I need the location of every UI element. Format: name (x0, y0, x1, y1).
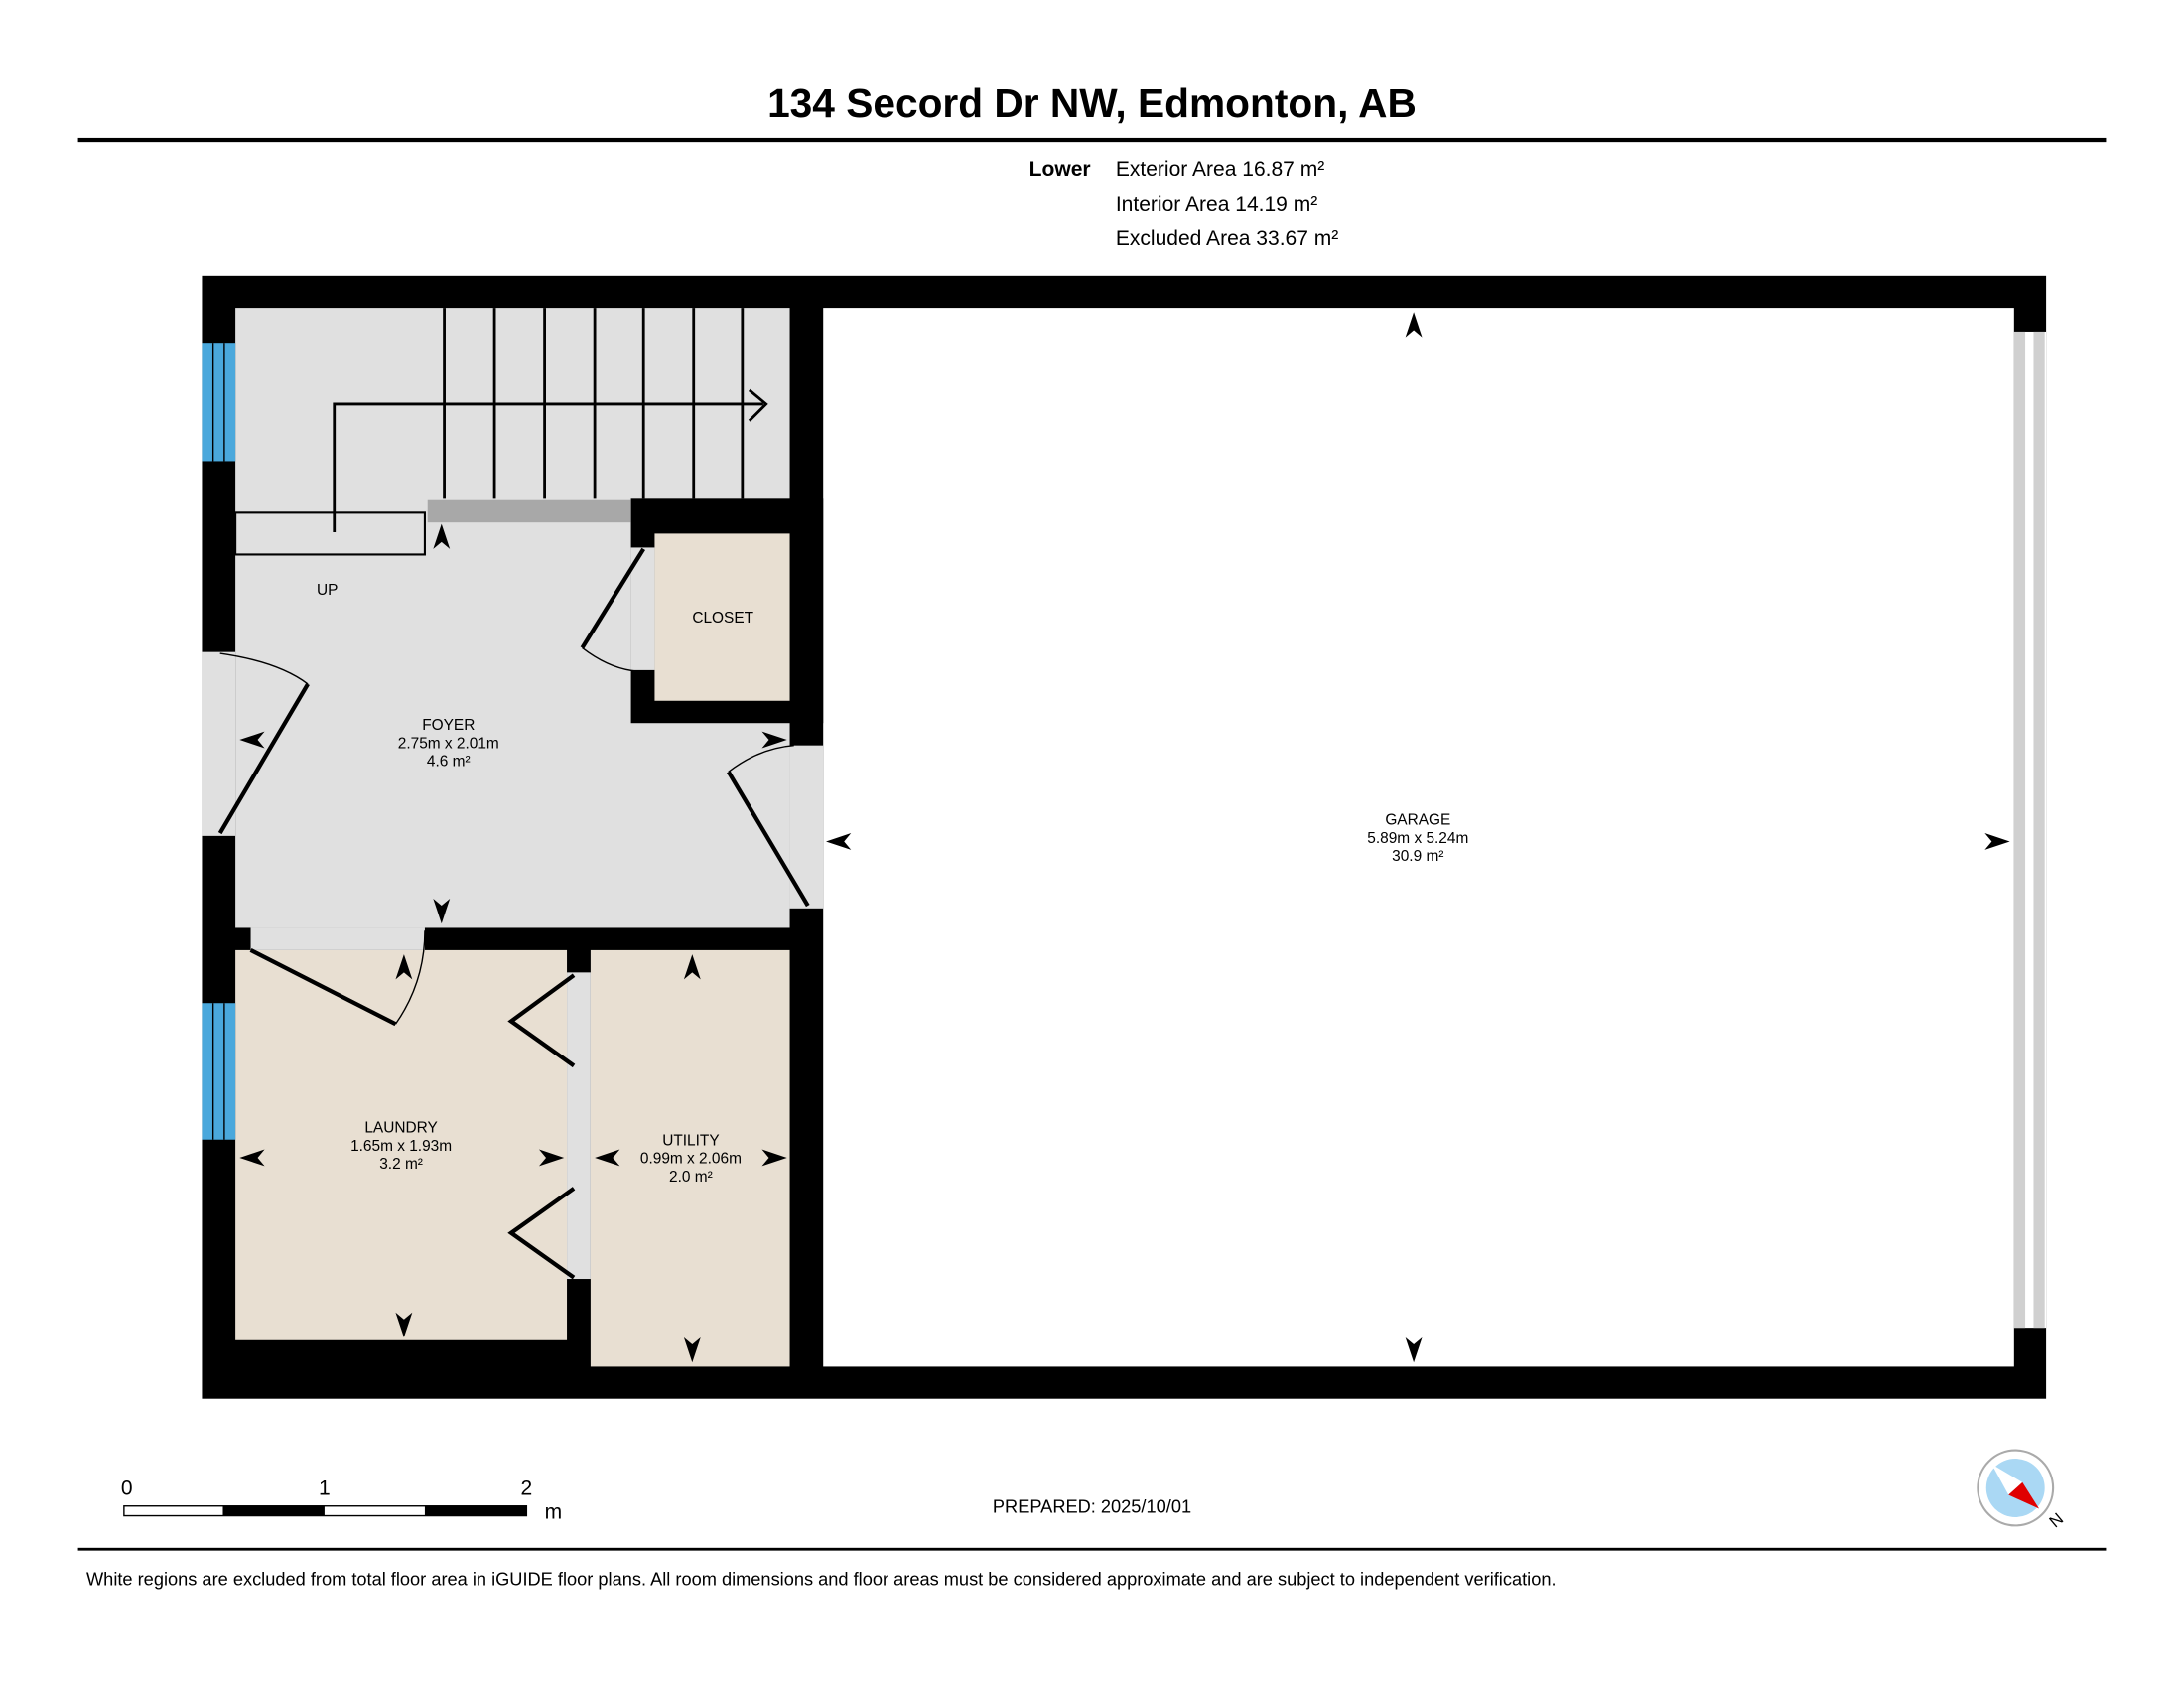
scale-unit: m (545, 1500, 563, 1523)
prepared-date: PREPARED: 2025/10/01 (993, 1496, 1191, 1517)
handrail (427, 499, 631, 523)
laundry-dims: 1.65m x 1.93m (350, 1138, 452, 1155)
foyer-dims: 2.75m x 2.01m (398, 735, 499, 752)
scale-bar (123, 1505, 528, 1517)
scale-tick-2: 2 (521, 1477, 533, 1500)
foyer-area: 4.6 m² (427, 754, 471, 771)
utility-label: UTILITY (662, 1132, 719, 1149)
scale-tick-0: 0 (121, 1477, 133, 1500)
garage-label: GARAGE (1385, 812, 1450, 829)
utility-dims: 0.99m x 2.06m (640, 1151, 742, 1168)
excluded-area: Excluded Area 33.67 m² (1116, 227, 1338, 250)
laundry-label: LAUNDRY (364, 1120, 437, 1137)
laundry-area: 3.2 m² (379, 1156, 423, 1173)
garage-area: 30.9 m² (1392, 848, 1443, 865)
scale-tick-1: 1 (319, 1477, 331, 1500)
compass-north-label: N (2046, 1509, 2068, 1531)
window (202, 1003, 236, 1140)
garage-dims: 5.89m x 5.24m (1367, 830, 1468, 847)
level-label: Lower (1029, 158, 1091, 181)
closet-label: CLOSET (692, 610, 753, 627)
utility-area: 2.0 m² (669, 1169, 713, 1186)
entry-door-opening (202, 651, 236, 836)
staircase (234, 308, 768, 556)
footer-divider (77, 1547, 2107, 1551)
window (202, 343, 236, 462)
overhead-door-panel (2033, 331, 2045, 1329)
stairs-up-label: UP (317, 582, 338, 599)
dimension-arrows (239, 312, 2010, 1363)
overhead-door-panel (2013, 331, 2026, 1329)
closet-room (654, 533, 790, 701)
page-title: 134 Secord Dr NW, Edmonton, AB (767, 80, 1417, 126)
door-swings (217, 547, 810, 1280)
utility-room (590, 949, 790, 1367)
closet-door-opening (630, 547, 655, 670)
garage-room (823, 308, 2014, 1367)
utility-door-opening (567, 972, 591, 1280)
laundry-door-opening (250, 927, 425, 950)
compass-icon (1977, 1449, 2055, 1527)
foyer-label: FOYER (422, 717, 475, 734)
interior-area: Interior Area 14.19 m² (1116, 193, 1317, 215)
exterior-area: Exterior Area 16.87 m² (1116, 158, 1324, 181)
footer-disclaimer: White regions are excluded from total fl… (86, 1569, 1557, 1590)
title-divider (77, 137, 2107, 143)
